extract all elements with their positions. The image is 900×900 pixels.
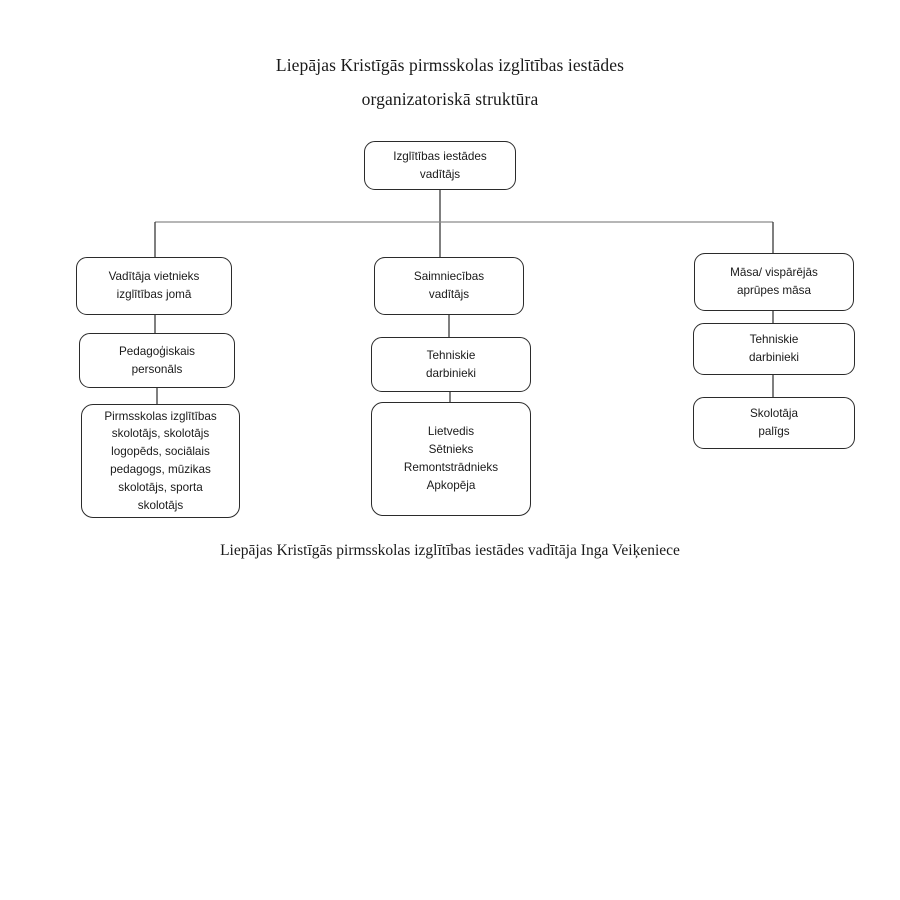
node-izglitibas-iestades-vaditajs[interactable]: Izglītības iestādes vadītājs xyxy=(364,141,516,190)
page-title-line-1: Liepājas Kristīgās pirmsskolas izglītība… xyxy=(275,55,625,75)
node-tehniskie-darbinieki-right[interactable]: Tehniskie darbinieki xyxy=(693,323,855,375)
node-pirmsskolas-izglitibas-skolotaji[interactable]: Pirmsskolas izglītības skolotājs, skolot… xyxy=(81,404,240,518)
node-vaditaja-vietnieks-izglitibas-joma[interactable]: Vadītāja vietnieks izglītības jomā xyxy=(76,257,232,315)
node-skolotaja-paligs[interactable]: Skolotāja palīgs xyxy=(693,397,855,449)
node-saimniecibas-vaditajs[interactable]: Saimniecības vadītājs xyxy=(374,257,524,315)
page-footer-signature: Liepājas Kristīgās pirmsskolas izglītība… xyxy=(220,542,680,559)
node-lietvedis-setnieks-remontstradnieks-apkopeja[interactable]: Lietvedis Sētnieks Remontstrādnieks Apko… xyxy=(371,402,531,516)
node-masa-visparejas-aprupes-masa[interactable]: Māsa/ vispārējās aprūpes māsa xyxy=(694,253,854,311)
node-pedagogiskais-personals[interactable]: Pedagoģiskais personāls xyxy=(79,333,235,388)
page-title-line-2: organizatoriskā struktūra xyxy=(361,89,539,109)
node-tehniskie-darbinieki-center[interactable]: Tehniskie darbinieki xyxy=(371,337,531,392)
